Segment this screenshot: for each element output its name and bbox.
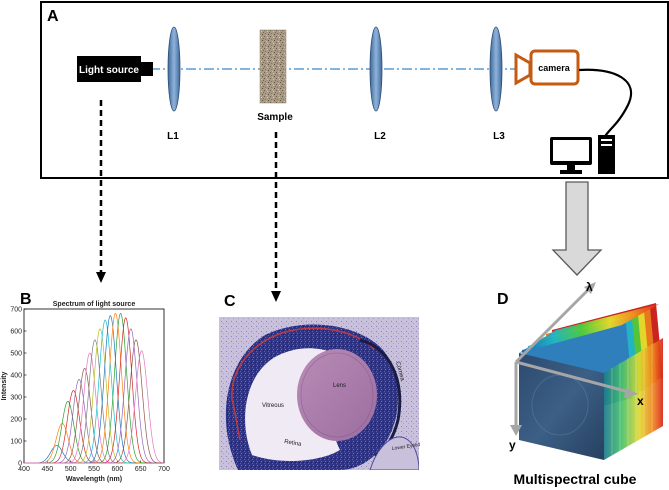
camera-cable: [578, 68, 633, 139]
y-tick-label: 100: [10, 439, 22, 446]
chart-xlabel: Wavelength (nm): [66, 476, 122, 483]
dashed-arrow-to-b: [96, 100, 106, 283]
sample-icon: [259, 29, 287, 104]
axis-label-y: y: [509, 438, 516, 452]
chart-ticks: 400 450 500 550 600 650 700 0 100 200 300 400 500 600…: [10, 307, 170, 474]
dashed-arrow-to-c: [271, 132, 281, 302]
x-tick-label: 600: [111, 466, 123, 473]
sample-label: Sample: [257, 112, 293, 123]
lens-icon: [167, 26, 181, 112]
chart-title: Spectrum of light source: [53, 301, 136, 308]
down-arrow-icon: [551, 181, 603, 276]
x-tick-label: 500: [65, 466, 77, 473]
y-tick-label: 200: [10, 417, 22, 424]
x-tick-label: 700: [158, 466, 170, 473]
panel-c-letter: C: [224, 293, 236, 310]
y-tick-label: 0: [18, 461, 22, 468]
y-tick-label: 500: [10, 351, 22, 358]
axis-label-x: x: [637, 394, 644, 408]
y-tick-label: 700: [10, 307, 22, 314]
cube-side-face: [604, 338, 663, 460]
computer-icon: [550, 135, 615, 174]
panel-b-letter: B: [20, 291, 32, 308]
light-source-label: Light source: [79, 65, 139, 76]
label-retina: Retina: [284, 439, 303, 448]
lens-label-l2: L2: [374, 131, 386, 142]
cube-caption: Multispectral cube: [514, 471, 637, 487]
x-tick-label: 450: [41, 466, 53, 473]
x-tick-label: 400: [18, 466, 30, 473]
lens-label-l1: L1: [167, 131, 179, 142]
x-tick-label: 550: [88, 466, 100, 473]
camera-icon: [514, 49, 580, 86]
cube-top-face: [519, 304, 659, 353]
y-tick-label: 400: [10, 373, 22, 380]
panel-c: C Cornea Lens Vitreous Retina Lower Eyel…: [219, 293, 421, 470]
cube-side-striations: [611, 344, 653, 455]
label-lower-eyelid: Lower Eyelid: [391, 442, 420, 452]
panel-d: D: [497, 280, 663, 487]
camera-label: camera: [538, 63, 571, 73]
label-cornea: Cornea: [394, 361, 405, 382]
panel-d-letter: D: [497, 291, 509, 308]
spectrum-series-line: [24, 350, 165, 464]
panel-a: A Light source L1 L2 L3 Sample camera: [40, 1, 669, 179]
lens-label-l3: L3: [493, 131, 505, 142]
label-lens: Lens: [333, 383, 346, 389]
label-vitreous: Vitreous: [262, 403, 284, 409]
panel-b: B Spectrum of light source 400 450 500 550 6…: [1, 291, 170, 483]
x-tick-label: 650: [135, 466, 147, 473]
chart-ylabel: Intensity: [1, 372, 8, 401]
lens-icon: [489, 26, 503, 112]
histology-image: [219, 317, 419, 470]
axis-arrow-icon: [510, 282, 638, 436]
panel-a-letter: A: [47, 8, 59, 25]
axis-label-lambda: λ: [586, 280, 593, 294]
lens-icon: [369, 26, 383, 112]
chart-series: [24, 312, 165, 464]
y-tick-label: 300: [10, 395, 22, 402]
light-source-icon: [77, 56, 153, 82]
y-tick-label: 600: [10, 329, 22, 336]
